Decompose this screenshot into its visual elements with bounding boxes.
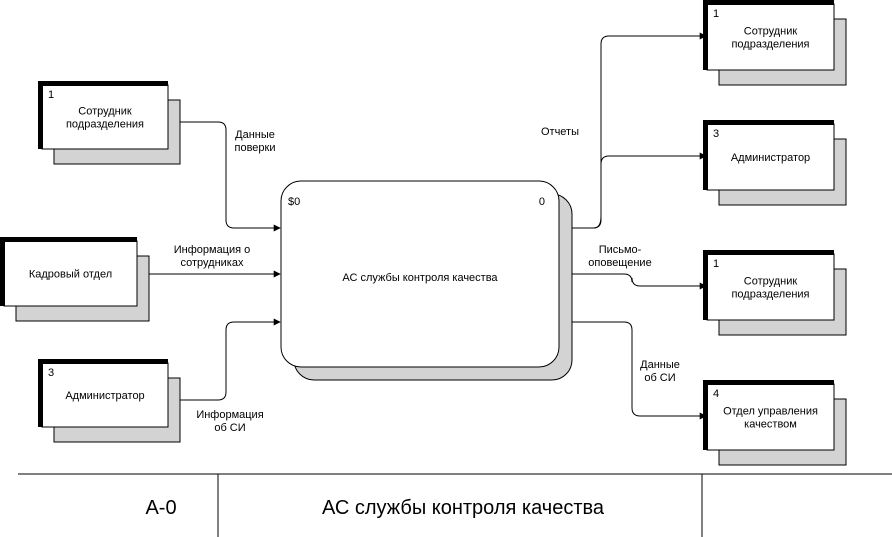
footer-node-number: A-0 bbox=[145, 497, 176, 519]
flow-label-line: Информация bbox=[196, 409, 263, 421]
entity-number: 1 bbox=[48, 89, 54, 101]
entity-name-line: Сотрудник bbox=[78, 106, 132, 118]
entity-number: 1 bbox=[713, 8, 719, 20]
entity-number: 1 bbox=[713, 258, 719, 270]
entity-name-line: подразделения bbox=[66, 119, 144, 131]
flow-label-line: Отчеты bbox=[541, 126, 579, 138]
flow-label-line: Данные bbox=[640, 359, 680, 371]
entity-name-line: Администратор bbox=[65, 390, 144, 402]
entity-name-line: качеством bbox=[744, 419, 797, 431]
flow-label-line: поверки bbox=[235, 142, 276, 154]
flow-label-line: об СИ bbox=[644, 372, 675, 384]
footer-frame: A-0 АС службы контроля качества bbox=[18, 473, 892, 537]
entity-name-line: Сотрудник bbox=[744, 26, 798, 38]
flow-label-line: Данные bbox=[235, 129, 275, 141]
entity-name-line: подразделения bbox=[731, 289, 809, 301]
entity-name-line: Сотрудник bbox=[744, 276, 798, 288]
process-corner-left: $0 bbox=[288, 196, 300, 208]
entity-number: 3 bbox=[48, 367, 54, 379]
edge-letter-notification bbox=[572, 273, 707, 290]
ext-left-hr[interactable]: Кадровый отдел bbox=[0, 237, 150, 322]
edge-verification-data bbox=[168, 121, 281, 232]
flow-letter-notification-label: Письмо-оповещение bbox=[588, 244, 651, 269]
flow-reports-label: Отчеты bbox=[541, 126, 579, 138]
edge-si-info bbox=[168, 318, 281, 401]
flow-label-line: об СИ bbox=[214, 422, 245, 434]
entity-name-line: Администратор bbox=[731, 152, 810, 164]
process-block[interactable]: $0 0 АС службы контроля качества bbox=[280, 180, 573, 381]
edge-reports-admin bbox=[593, 152, 707, 229]
entity-name-line: подразделения bbox=[731, 39, 809, 51]
footer-title: АС службы контроля качества bbox=[322, 497, 605, 519]
flow-label-line: оповещение bbox=[588, 257, 651, 269]
entity-number: 3 bbox=[713, 128, 719, 140]
edge-si-data bbox=[572, 321, 707, 420]
flow-label-line: сотрудниках bbox=[181, 257, 244, 269]
edge-reports-top bbox=[572, 32, 707, 229]
flow-label-line: Письмо- bbox=[599, 244, 642, 256]
process-name: АС службы контроля качества bbox=[342, 272, 498, 284]
entity-name-line: Кадровый отдел bbox=[29, 269, 112, 281]
entity-name-line: Отдел управления bbox=[723, 406, 818, 418]
flow-label-line: Информация о bbox=[174, 244, 251, 256]
process-corner-right: 0 bbox=[539, 196, 545, 208]
entity-number: 4 bbox=[713, 388, 719, 400]
